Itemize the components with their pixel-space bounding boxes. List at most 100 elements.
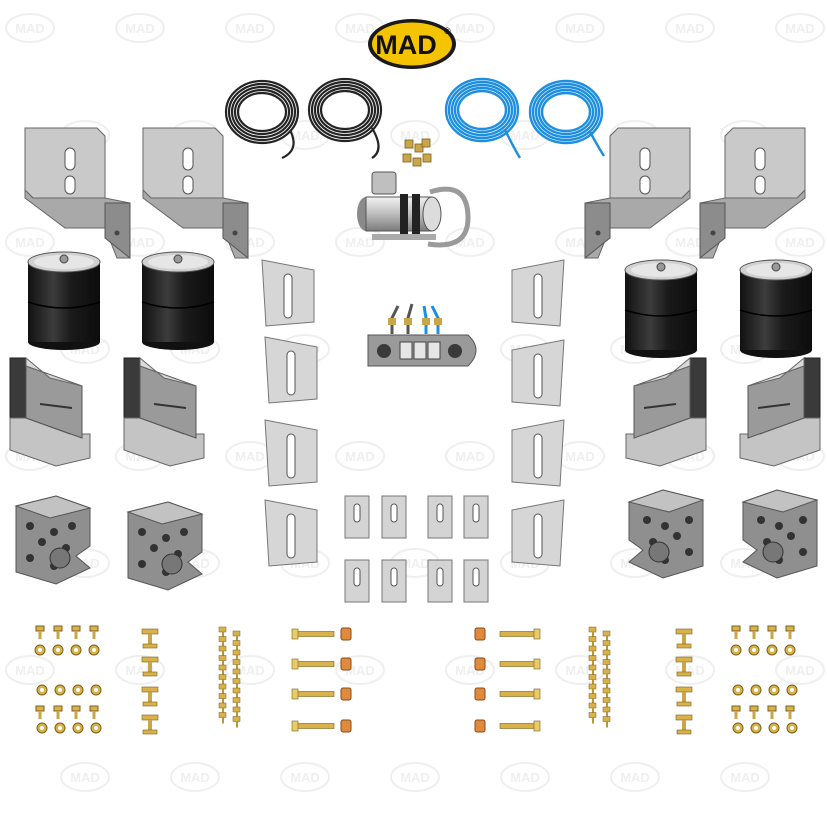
watermark-mark: MAD — [225, 13, 275, 43]
brass-fittings — [402, 138, 432, 167]
spacer-bolt — [141, 628, 159, 649]
short-bolt — [35, 625, 45, 639]
svg-text:MAD: MAD — [125, 235, 155, 250]
blue-hose-coils — [444, 77, 605, 159]
hex-bolt — [602, 678, 611, 690]
hex-bolt — [232, 640, 241, 652]
watermark-mark: MAD — [775, 13, 825, 43]
svg-text:MAD: MAD — [400, 556, 430, 571]
hex-bolt — [232, 697, 241, 709]
svg-text:MAD: MAD — [730, 770, 760, 785]
nut — [34, 644, 46, 656]
nut — [766, 644, 778, 656]
nut — [72, 722, 84, 734]
svg-text:MAD: MAD — [15, 21, 45, 36]
upper-bracket — [584, 127, 691, 260]
spacer-plate — [264, 499, 318, 567]
spacer-bolt — [675, 656, 693, 677]
hex-bolt — [602, 706, 611, 718]
spacer-bolt — [675, 686, 693, 707]
svg-text:MAD: MAD — [785, 21, 815, 36]
spacer-plate — [264, 419, 318, 487]
hex-bolt — [218, 674, 227, 686]
upper-bracket — [24, 127, 131, 260]
svg-text:MAD: MAD — [15, 663, 45, 678]
watermark-mark: MAD — [335, 227, 385, 257]
hex-bolt — [232, 706, 241, 718]
small-clamp-plate — [427, 559, 453, 603]
svg-text:MAD: MAD — [785, 663, 815, 678]
copper-nut — [340, 657, 352, 671]
nut — [732, 684, 744, 696]
watermark-mark: MAD — [775, 655, 825, 685]
lower-bracket — [9, 356, 91, 467]
small-clamp-plate — [344, 495, 370, 539]
long-bolt — [291, 628, 335, 640]
hex-bolt — [602, 716, 611, 728]
black-hose-coil-2 — [307, 77, 383, 159]
svg-text:MAD: MAD — [345, 449, 375, 464]
hex-bolt — [588, 636, 597, 648]
svg-text:MAD: MAD — [510, 128, 540, 143]
nut — [768, 722, 780, 734]
axle-adapter-plate — [14, 495, 92, 585]
upper-bracket — [142, 127, 249, 260]
nut — [750, 722, 762, 734]
watermark-mark: MAD — [170, 762, 220, 792]
hex-bolt — [602, 687, 611, 699]
watermark-mark: MAD — [5, 227, 55, 257]
axle-adapter-plate — [126, 501, 204, 591]
hex-bolt — [602, 649, 611, 661]
svg-text:MAD: MAD — [565, 663, 595, 678]
hex-bolt — [602, 659, 611, 671]
hex-bolt — [218, 636, 227, 648]
air-bellow — [141, 251, 215, 350]
svg-text:MAD: MAD — [125, 21, 155, 36]
mounting-parts — [9, 127, 821, 603]
copper-nut — [474, 719, 486, 733]
short-bolt — [53, 705, 63, 719]
short-bolt — [731, 625, 741, 639]
svg-text:MAD: MAD — [675, 235, 705, 250]
long-bolt — [291, 720, 335, 732]
hex-bolt — [218, 702, 227, 714]
watermark-mark: MAD — [665, 13, 715, 43]
watermark-mark: MAD — [445, 13, 495, 43]
hex-bolt — [232, 678, 241, 690]
short-bolt — [767, 625, 777, 639]
small-clamp-plate — [427, 495, 453, 539]
spacer-plate — [511, 259, 565, 327]
long-bolt — [291, 688, 335, 700]
hex-bolt — [588, 702, 597, 714]
watermark-mark: MAD — [555, 441, 605, 471]
short-bolt — [89, 705, 99, 719]
hex-bolt — [232, 630, 241, 642]
hex-bolt — [588, 645, 597, 657]
spacer-bolt — [141, 714, 159, 735]
blue-hose-coil-1 — [444, 77, 522, 159]
long-bolt — [499, 720, 541, 732]
upper-bracket — [699, 127, 806, 260]
small-clamp-plate — [463, 495, 489, 539]
hex-bolt — [588, 626, 597, 638]
logo-text: MAD — [375, 30, 437, 60]
watermark-mark: MAD — [280, 762, 330, 792]
hex-bolt — [602, 640, 611, 652]
hex-bolt — [232, 687, 241, 699]
lower-bracket — [123, 356, 205, 467]
axle-adapter-plate — [741, 489, 819, 579]
nut — [784, 644, 796, 656]
small-clamp-plate — [381, 495, 407, 539]
spacer-plate — [261, 259, 315, 327]
nut — [750, 684, 762, 696]
watermark-mark: MAD — [555, 13, 605, 43]
registered-mark: ® — [444, 26, 451, 36]
spacer-bolt — [141, 656, 159, 677]
hex-bolt — [218, 683, 227, 695]
svg-text:MAD: MAD — [290, 770, 320, 785]
bolt-set — [34, 625, 798, 735]
small-clamp-plate — [463, 559, 489, 603]
short-bolt — [749, 625, 759, 639]
svg-text:MAD: MAD — [345, 21, 375, 36]
spacer-plate — [511, 499, 565, 567]
